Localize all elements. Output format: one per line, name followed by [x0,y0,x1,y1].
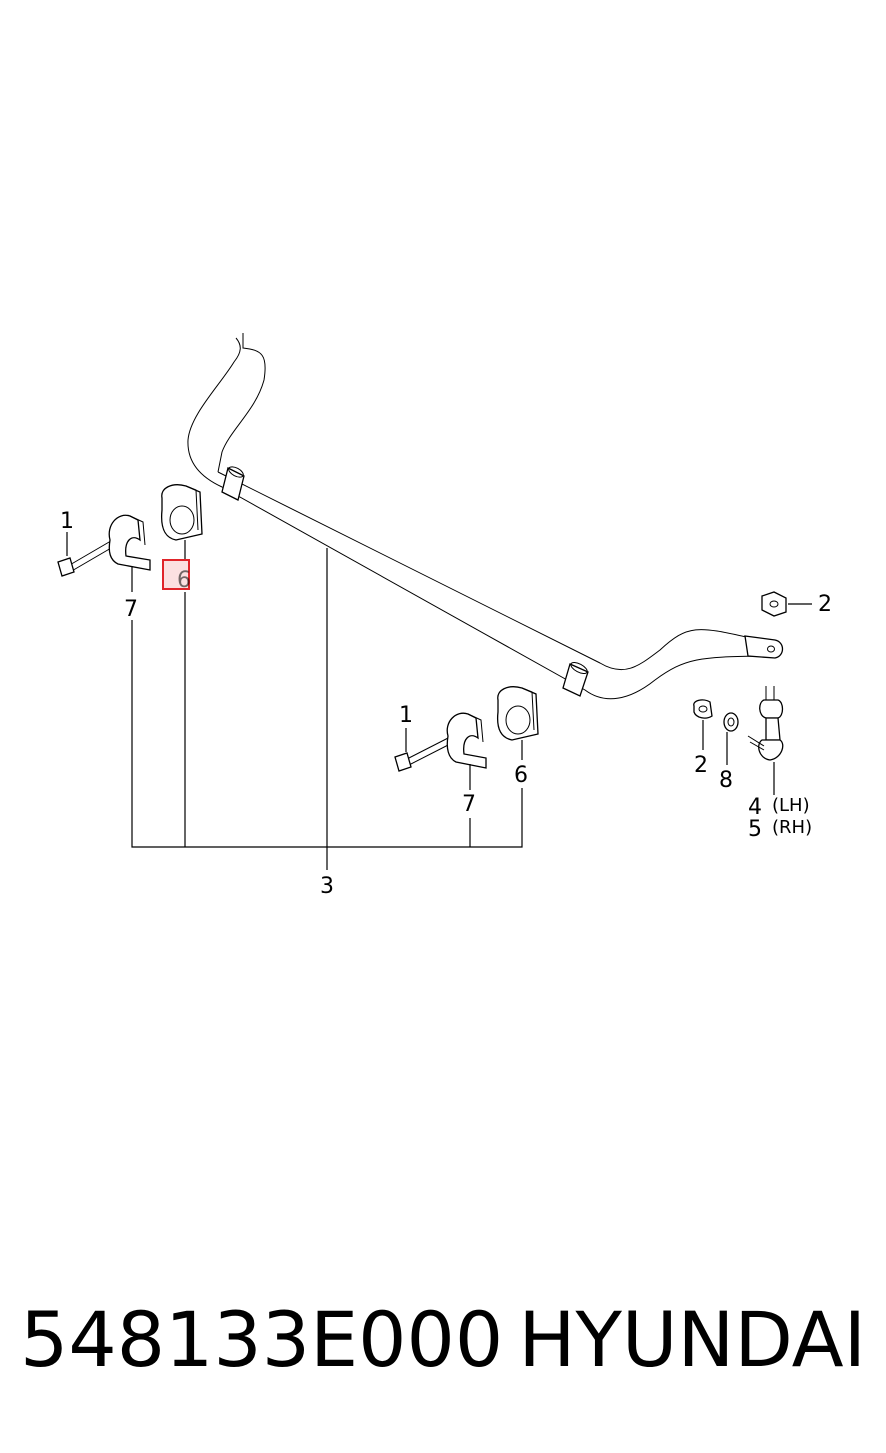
callout-bracket-center: 7 [462,792,476,817]
footer: 548133E000 HYUNDAI [0,1290,886,1400]
bracket-left [108,514,151,571]
bushing-left [160,484,203,541]
bar-ring-right [562,661,589,697]
leader-lines [66,532,812,870]
callout-bushing-left: 6 [177,568,191,593]
part-number: 548133E000 [20,1295,504,1384]
stabilizer-link [747,686,784,761]
callout-link-lh: 4 [748,795,762,820]
stabilizer-bar [187,333,784,700]
callout-nut-top: 2 [818,592,832,617]
nut-top [761,591,787,617]
callout-stabilizer-bar: 3 [320,874,334,899]
bushing-center [496,686,539,741]
highlight-box [162,559,190,590]
callout-bolt-left: 1 [60,509,74,534]
bar-ring-left [221,466,245,501]
callout-bushing-center: 6 [514,763,528,788]
stabilizer-bar-diagram: 1 7 6 3 1 7 6 2 2 8 4 (LH) 5 (RH) [57,333,832,899]
bolt-center [394,735,455,772]
washer [723,712,739,732]
bolt-left [57,537,119,577]
callout-washer: 8 [719,768,733,793]
callout-link-rh-side: (RH) [772,817,812,838]
bracket-center [446,712,487,769]
callout-link-rh: 5 [748,817,762,842]
brand-name: HYUNDAI [518,1295,866,1384]
callout-bolt-center: 1 [399,703,413,728]
callout-nut-bottom: 2 [694,753,708,778]
callout-link-lh-side: (LH) [772,795,810,816]
callout-bracket-left: 7 [124,597,138,622]
nut-bottom [693,699,713,719]
